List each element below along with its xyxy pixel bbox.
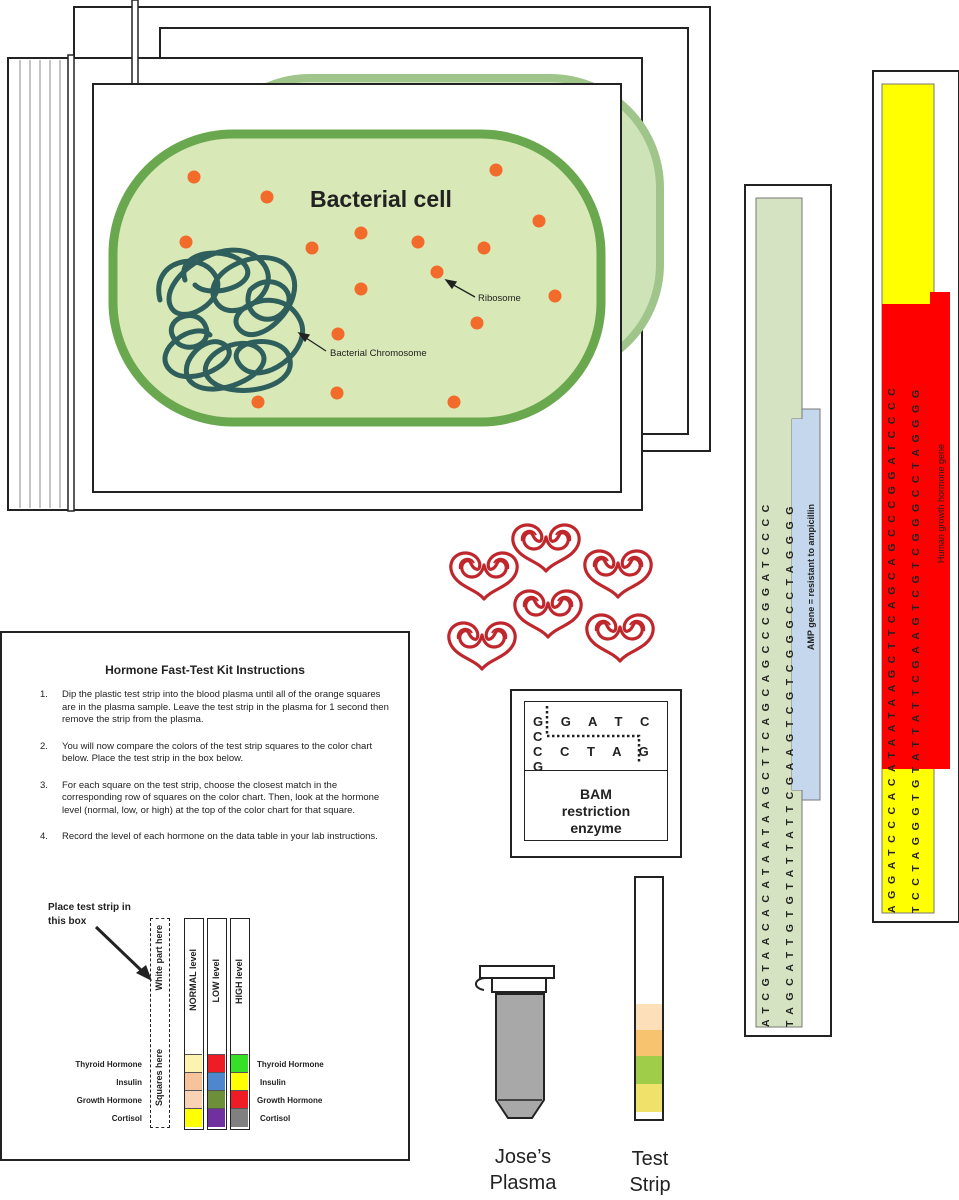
ribosome-icon xyxy=(179,235,193,249)
bam-enzyme-inner: G G A T C C C C T A G G BAM restriction … xyxy=(524,701,668,841)
chart-square xyxy=(185,1090,202,1109)
ribosome-icon xyxy=(548,289,562,303)
ribosome-icon xyxy=(331,327,345,341)
ribosome-icon xyxy=(532,214,546,228)
chart-square xyxy=(208,1108,225,1127)
ribosome-icon xyxy=(430,265,444,279)
low-level-column: LOW level xyxy=(207,918,227,1130)
amp-dna-strip[interactable]: ATCGTAACACATAATAAGCTTCAGCAGCCCGGATCCCC T… xyxy=(744,184,832,1037)
hgh-strip-background xyxy=(881,83,950,914)
chart-square xyxy=(208,1072,225,1091)
place-strip-label: Place test strip in this box xyxy=(48,902,131,927)
ribosome-icon xyxy=(489,163,503,177)
chart-square xyxy=(208,1090,225,1109)
ribosome-icon xyxy=(305,241,319,255)
ribosome-icon xyxy=(330,386,344,400)
cell-title: Bacterial cell xyxy=(310,186,452,212)
bam-enzyme-card: G G A T C C C C T A G G BAM restriction … xyxy=(510,689,682,858)
chromosome-label: Bacterial Chromosome xyxy=(330,348,427,359)
strip-square-1 xyxy=(636,1004,662,1030)
amp-gene-label: AMP gene = resistant to ampicillin xyxy=(806,504,816,651)
amp-top-sequence: ATCGTAACACATAATAAGCTTCAGCAGCCCGGATCCCC xyxy=(760,498,772,1027)
chart-square xyxy=(185,1072,202,1091)
chart-square xyxy=(208,1054,225,1073)
bam-name-line: BAM xyxy=(580,786,612,802)
row-label-thyroid-right: Thyroid Hormone xyxy=(257,1060,324,1069)
instruction-steps: 1.Dip the plastic test strip into the bl… xyxy=(40,689,396,858)
plasma-tube-icon[interactable] xyxy=(470,960,570,1125)
ribosome-label: Ribosome xyxy=(478,293,521,304)
ribosome-icon xyxy=(411,235,425,249)
ribosomes xyxy=(179,163,562,409)
white-part-label: White part here xyxy=(154,925,164,991)
ribosome-icon xyxy=(251,395,265,409)
amp-strip-background xyxy=(755,197,821,1028)
stacked-sheets xyxy=(7,0,711,512)
ribosome-icon xyxy=(477,241,491,255)
instruction-step: 4.Record the level of each hormone on th… xyxy=(40,831,378,842)
bam-top-sequence: G G A T C C xyxy=(533,714,657,744)
paperclip-icon xyxy=(583,549,653,599)
ribosome-icon xyxy=(447,395,461,409)
chart-square xyxy=(185,1054,202,1073)
test-strip[interactable] xyxy=(634,876,664,1121)
ribosome-icon xyxy=(470,316,484,330)
row-label-insulin: Insulin xyxy=(116,1078,142,1087)
high-level-column: HIGH level xyxy=(230,918,250,1130)
strip-square-3 xyxy=(636,1056,662,1084)
paperclip-icon xyxy=(449,551,519,601)
arrow-icon xyxy=(94,925,152,981)
instructions-sheet: Hormone Fast-Test Kit Instructions 1.Dip… xyxy=(0,631,410,1161)
ribosome-icon xyxy=(187,170,201,184)
row-label-growth: Growth Hormone xyxy=(76,1096,142,1105)
normal-level-column: NORMAL level xyxy=(184,918,204,1130)
instruction-step: 3.For each square on the test strip, cho… xyxy=(40,779,380,816)
ribosome-icon xyxy=(354,226,368,240)
chart-square xyxy=(231,1090,248,1109)
strip-square-4 xyxy=(636,1084,662,1112)
chart-square xyxy=(231,1108,248,1127)
paperclip-icon xyxy=(585,613,655,663)
paperclip-icon xyxy=(511,523,581,573)
row-label-growth-right: Growth Hormone xyxy=(257,1096,323,1105)
strip-square-2 xyxy=(636,1030,662,1056)
cut-site-line xyxy=(545,706,641,764)
ribosome-icon xyxy=(354,282,368,296)
hgh-gene-label: Human growth hormone gene xyxy=(936,444,946,564)
paperclips xyxy=(447,523,655,671)
test-strip-label: Test Strip xyxy=(629,1148,671,1196)
chart-square xyxy=(231,1072,248,1091)
row-label-thyroid: Thyroid Hormone xyxy=(75,1060,142,1069)
bam-name-line: restriction xyxy=(561,803,631,819)
row-label-insulin-right: Insulin xyxy=(260,1078,286,1087)
paperclip-icon xyxy=(447,621,517,671)
ribosome-icon xyxy=(260,190,274,204)
squares-here-label: Squares here xyxy=(154,1049,164,1107)
row-label-cortisol: Cortisol xyxy=(111,1114,142,1123)
row-label-cortisol-right: Cortisol xyxy=(260,1114,291,1123)
chromosome-icon xyxy=(156,247,305,393)
amp-bottom-sequence: TAGCATTGTGTATTATTCGAAGTCGTCGGGCCTAGGGG xyxy=(784,499,796,1027)
bam-bottom-sequence: C C T A G G xyxy=(533,744,656,774)
chart-square xyxy=(185,1108,202,1127)
instructions-title: Hormone Fast-Test Kit Instructions xyxy=(105,663,305,677)
chart-square xyxy=(231,1054,248,1073)
strip-placement-box[interactable]: White part here Squares here xyxy=(150,918,170,1128)
hgh-dna-strip[interactable]: AGGATCCCACATAATAAGCTTCAGCAGCCCGGATCCCC T… xyxy=(872,70,959,923)
hgh-bottom-sequence: TCCTAGGGTGTATTATTCGAAGTCGTCGGGCCTAGGGG xyxy=(910,383,922,913)
instruction-step: 1.Dip the plastic test strip into the bl… xyxy=(40,689,389,725)
instruction-step: 2.You will now compare the colors of the… xyxy=(40,740,373,765)
paperclip-icon xyxy=(513,589,583,639)
bam-name-line: enzyme xyxy=(570,820,622,836)
plasma-label: Jose’s Plasma xyxy=(489,1146,557,1194)
hgh-top-sequence: AGGATCCCACATAATAAGCTTCAGCAGCCCGGATCCCC xyxy=(886,381,898,913)
divider xyxy=(525,770,667,771)
